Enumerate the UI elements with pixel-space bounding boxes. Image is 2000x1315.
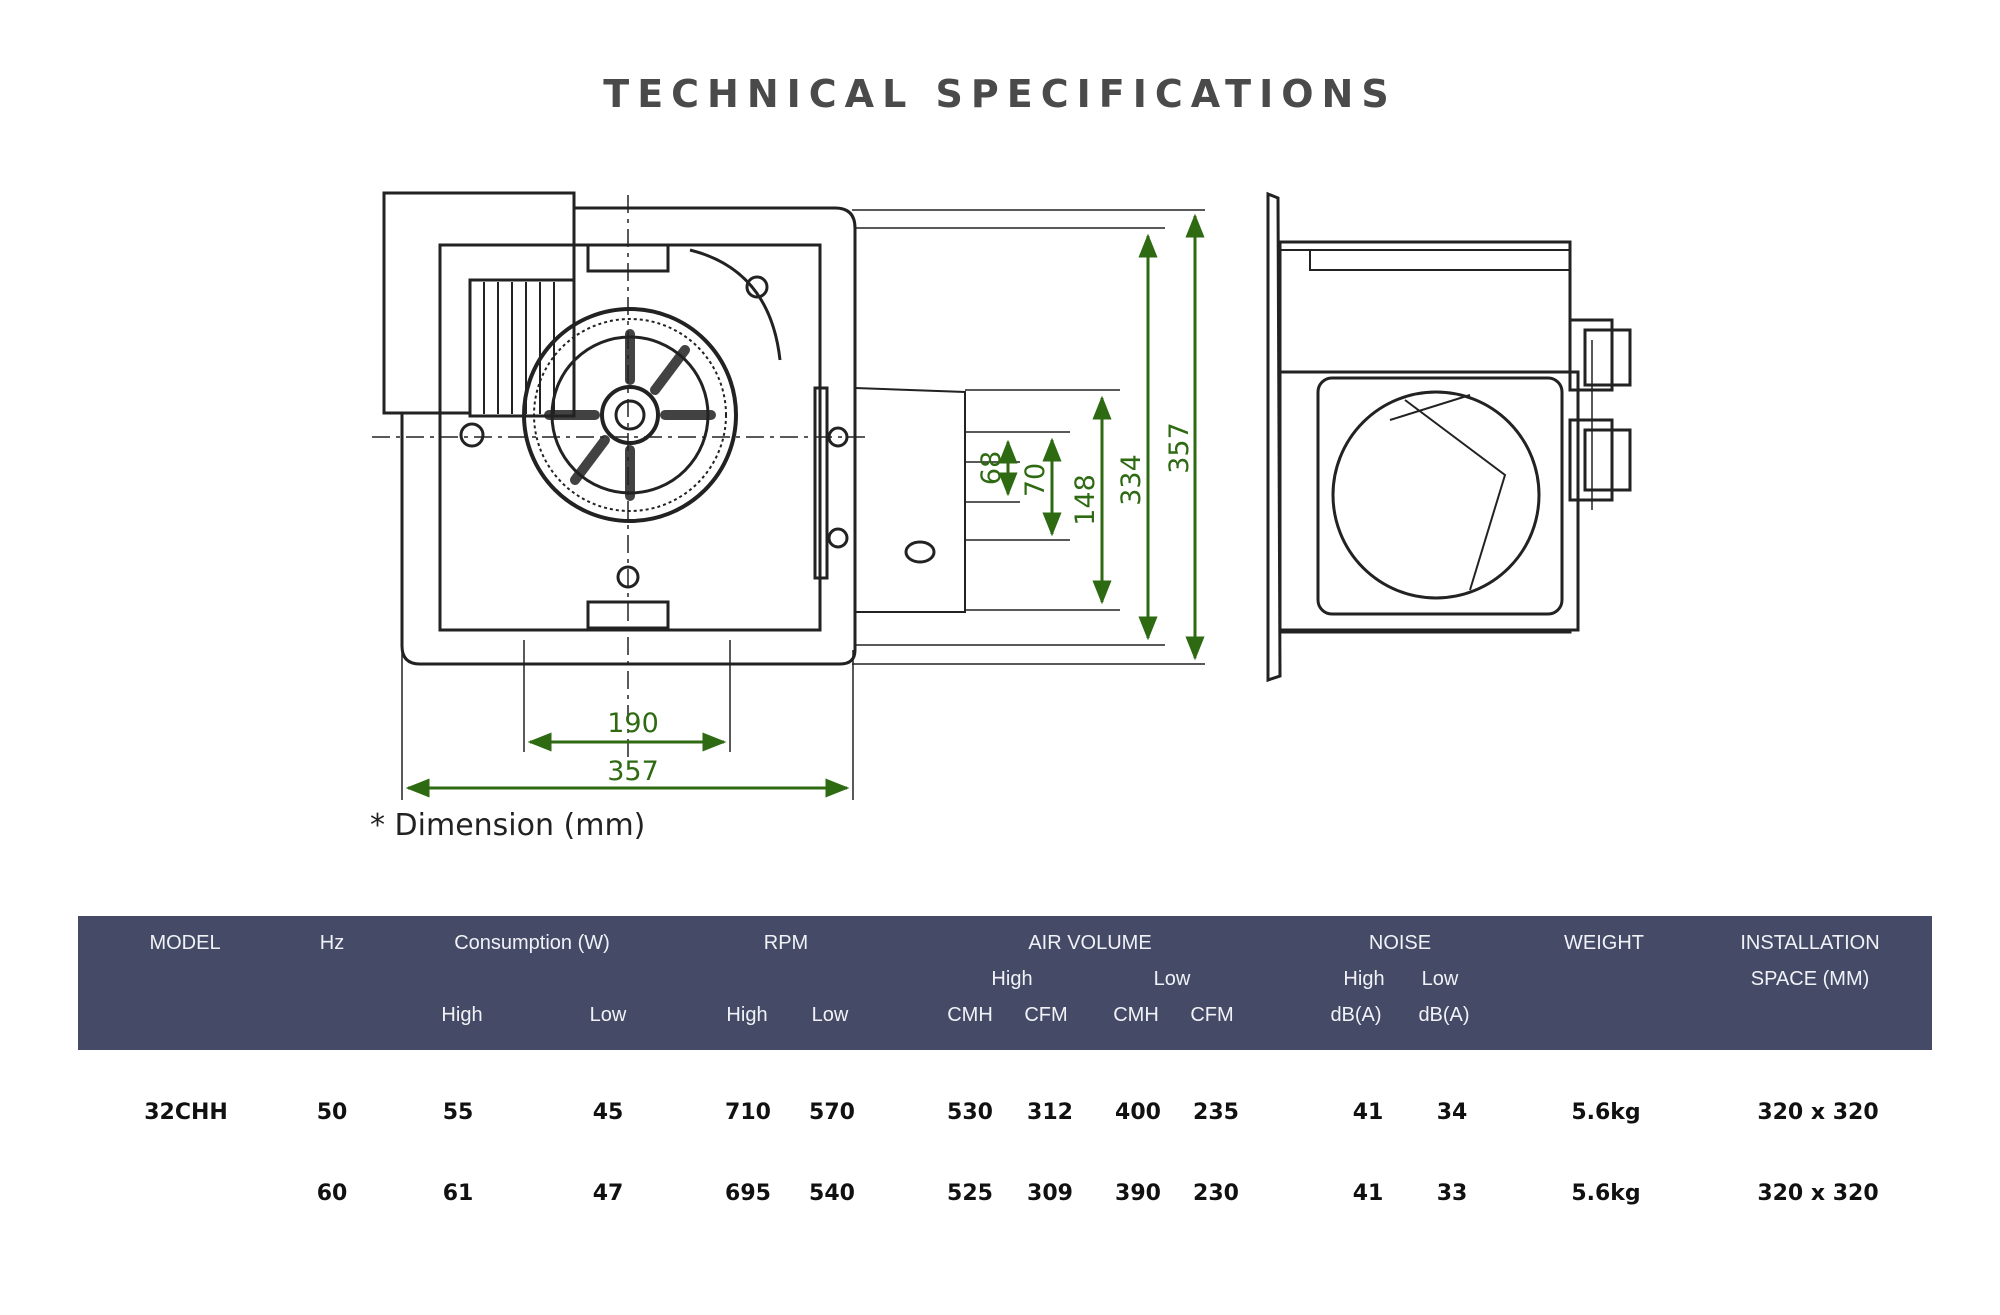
cell-rpm-high: 695: [725, 1181, 771, 1206]
cell-weight: 5.6kg: [1571, 1181, 1641, 1206]
subheader-cons-low: Low: [589, 1004, 627, 1026]
cell-cmh-high: 530: [947, 1100, 993, 1125]
subheader-air-low: Low: [1153, 968, 1191, 990]
dim-70: 70: [1020, 463, 1051, 497]
cell-cmh-high: 525: [947, 1181, 993, 1206]
subheader-cmh-low: CMH: [1113, 1004, 1159, 1026]
cell-cfm-high: 309: [1027, 1181, 1073, 1206]
cell-rpm-low: 570: [809, 1100, 855, 1125]
header-consumption: Consumption (W): [454, 932, 610, 954]
dim-357-height: 357: [1164, 422, 1195, 474]
header-hz: Hz: [319, 932, 345, 954]
header-noise: NOISE: [1368, 932, 1432, 954]
front-view: [372, 191, 966, 760]
cell-noise-low: 33: [1436, 1181, 1468, 1206]
subheader-db-high: dB(A): [1330, 1004, 1382, 1026]
header-air-volume: AIR VOLUME: [1028, 932, 1152, 954]
cell-cfm-low: 230: [1193, 1181, 1239, 1206]
dim-357-width: 357: [607, 756, 659, 787]
cell-cmh-low: 400: [1115, 1100, 1161, 1125]
cell-cons-high: 55: [442, 1100, 474, 1125]
subheader-air-high: High: [991, 968, 1033, 990]
spec-table-header: [78, 916, 1932, 1050]
subheader-cmh-high: CMH: [947, 1004, 993, 1026]
header-rpm: RPM: [763, 932, 809, 954]
cell-cmh-low: 390: [1115, 1181, 1161, 1206]
subheader-cons-high: High: [441, 1004, 483, 1026]
subheader-cfm-low: CFM: [1190, 1004, 1234, 1026]
subheader-db-low: dB(A): [1418, 1004, 1470, 1026]
cell-hz: 50: [316, 1100, 348, 1125]
dim-334: 334: [1116, 454, 1147, 506]
dimension-note: * Dimension (mm): [370, 808, 646, 843]
header-model: MODEL: [149, 932, 221, 954]
cell-rpm-low: 540: [809, 1181, 855, 1206]
cell-noise-low: 34: [1436, 1100, 1468, 1125]
cell-cfm-high: 312: [1027, 1100, 1073, 1125]
dim-148: 148: [1070, 474, 1101, 526]
subheader-rpm-high: High: [726, 1004, 768, 1026]
subheader-noise-low: Low: [1421, 968, 1459, 990]
subheader-noise-high: High: [1343, 968, 1385, 990]
cell-model: 32CHH: [144, 1100, 228, 1125]
cell-installation-space: 320 x 320: [1757, 1181, 1879, 1206]
dim-190: 190: [607, 708, 659, 739]
subheader-cfm-high: CFM: [1024, 1004, 1068, 1026]
cell-noise-high: 41: [1352, 1100, 1384, 1125]
technical-drawing: 190 357 68 70 148 334 357: [372, 191, 1632, 800]
header-installation-space: SPACE (MM): [1750, 968, 1870, 990]
side-view: [1266, 191, 1632, 683]
subheader-rpm-low: Low: [811, 1004, 849, 1026]
cell-hz: 60: [316, 1181, 348, 1206]
cell-cons-high: 61: [442, 1181, 474, 1206]
cell-noise-high: 41: [1352, 1181, 1384, 1206]
cell-installation-space: 320 x 320: [1757, 1100, 1879, 1125]
cell-rpm-high: 710: [725, 1100, 771, 1125]
cell-cons-low: 47: [592, 1181, 624, 1206]
header-weight: WEIGHT: [1564, 932, 1644, 954]
cell-weight: 5.6kg: [1571, 1100, 1641, 1125]
header-installation: INSTALLATION: [1740, 932, 1880, 954]
cell-cfm-low: 235: [1193, 1100, 1239, 1125]
page-title: TECHNICAL SPECIFICATIONS: [603, 72, 1397, 116]
cell-cons-low: 45: [592, 1100, 624, 1125]
dim-68: 68: [976, 451, 1007, 485]
